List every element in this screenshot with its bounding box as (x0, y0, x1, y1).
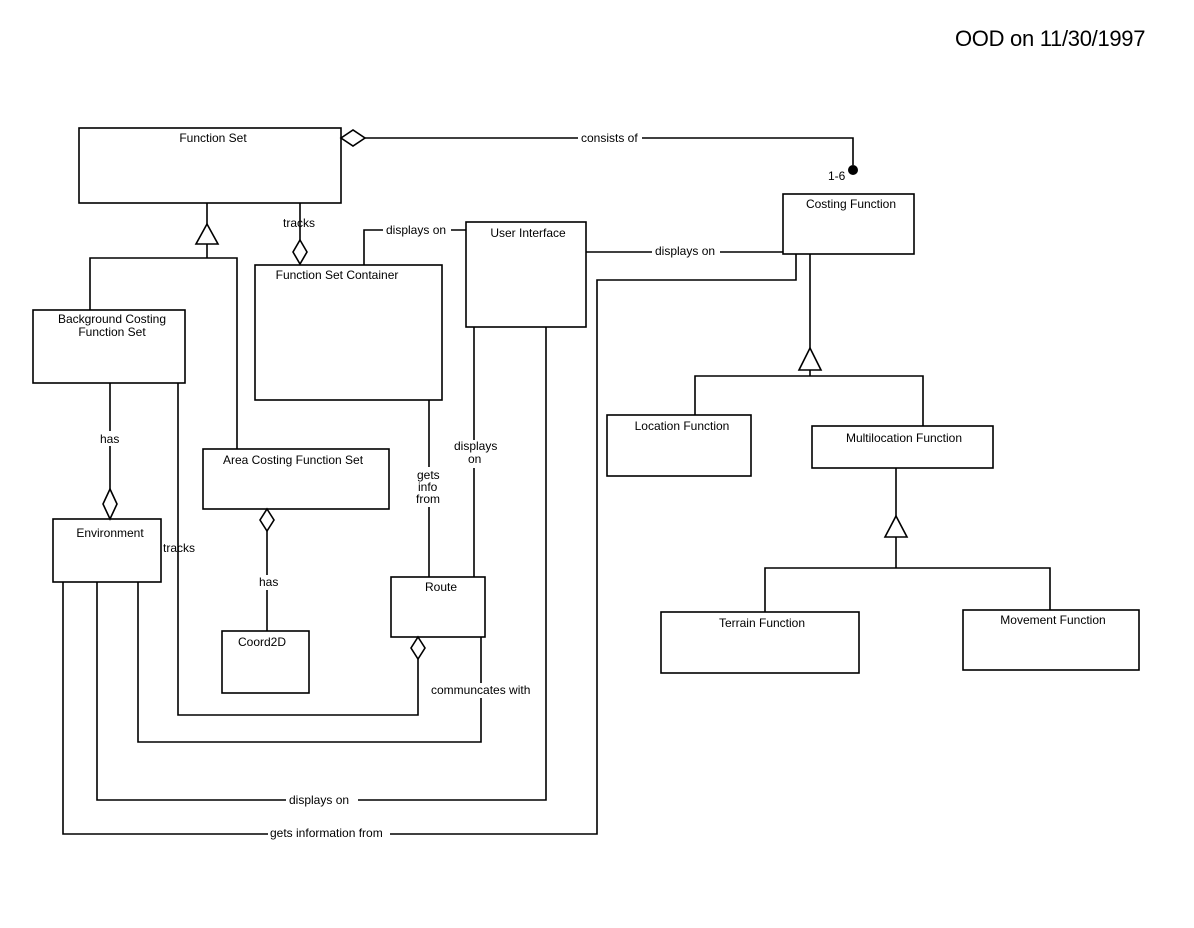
label-gets-info-from-3: from (416, 492, 440, 506)
class-name-function-set-container: Function Set Container (276, 268, 399, 282)
class-name-function-set: Function Set (179, 131, 247, 145)
class-name-terrain-function: Terrain Function (719, 616, 805, 630)
label-has-coord: has (259, 575, 278, 589)
class-name-costing-function: Costing Function (806, 197, 896, 211)
class-box-movement-function[interactable] (962, 609, 1140, 671)
class-name-user-interface: User Interface (490, 226, 566, 240)
label-has-env: has (100, 432, 119, 446)
class-name-multilocation-function: Multilocation Function (846, 431, 962, 445)
edge-multilocation-branches (764, 567, 1051, 612)
class-name-background-costing-2: Function Set (78, 325, 146, 339)
edge-tracks-route (177, 383, 419, 716)
edge-inheritance-branch-background (89, 257, 238, 449)
aggregation-diamond-has-env (102, 487, 118, 521)
edge-displays-on-bottom (96, 327, 547, 801)
edge-consists-of (365, 137, 854, 165)
class-box-environment[interactable] (52, 518, 162, 583)
label-tracks-fs: tracks (283, 216, 315, 230)
generalization-triangle-costing (797, 346, 823, 371)
class-name-location-function: Location Function (635, 419, 730, 433)
class-box-route[interactable] (390, 576, 486, 638)
label-gets-info-from-1: gets (417, 468, 440, 482)
class-name-movement-function: Movement Function (1000, 613, 1105, 627)
class-box-terrain-function[interactable] (660, 611, 860, 674)
class-name-area-costing: Area Costing Function Set (223, 453, 364, 467)
label-displays-on-ui: displays on (655, 244, 715, 258)
label-communicates-with: communcates with (431, 683, 530, 697)
class-box-background-costing-function-set[interactable] (32, 309, 186, 384)
class-box-coord2d[interactable] (221, 630, 310, 694)
generalization-triangle-multilocation (883, 514, 909, 538)
class-box-multilocation-function[interactable] (811, 425, 994, 469)
class-name-background-costing-1: Background Costing (58, 312, 166, 326)
class-box-area-costing-function-set[interactable] (202, 448, 390, 510)
class-box-user-interface[interactable] (465, 221, 587, 328)
aggregation-diamond-route (410, 635, 426, 661)
edge-costing-branches (694, 375, 924, 426)
label-multiplicity: 1-6 (828, 169, 846, 183)
label-gets-information-from: gets information from (270, 826, 383, 840)
class-box-function-set[interactable] (78, 127, 342, 204)
label-displays-on-route-1: displays (454, 439, 497, 453)
label-tracks-env: tracks (163, 541, 195, 555)
generalization-triangle-function-set (194, 222, 220, 245)
label-displays-on-bottom: displays on (289, 793, 349, 807)
edge-gets-information-from (62, 254, 797, 835)
aggregation-diamond-tracks (292, 238, 308, 266)
label-consists-of: consists of (581, 131, 638, 145)
label-gets-info-from-2: info (418, 480, 438, 494)
label-displays-on-fsc: displays on (386, 223, 446, 237)
class-box-function-set-container[interactable] (254, 264, 443, 401)
label-displays-on-route-2: on (468, 452, 481, 466)
class-box-costing-function[interactable] (782, 193, 915, 255)
aggregation-diamond-consists-of (339, 129, 367, 147)
page-title: OOD on 11/30/1997 (955, 26, 1146, 51)
aggregation-diamond-has-coord (259, 507, 275, 533)
class-name-coord2d: Coord2D (238, 635, 286, 649)
class-name-route: Route (425, 580, 457, 594)
multiplicity-dot (848, 165, 858, 175)
class-box-location-function[interactable] (606, 414, 752, 477)
class-name-environment: Environment (76, 526, 144, 540)
